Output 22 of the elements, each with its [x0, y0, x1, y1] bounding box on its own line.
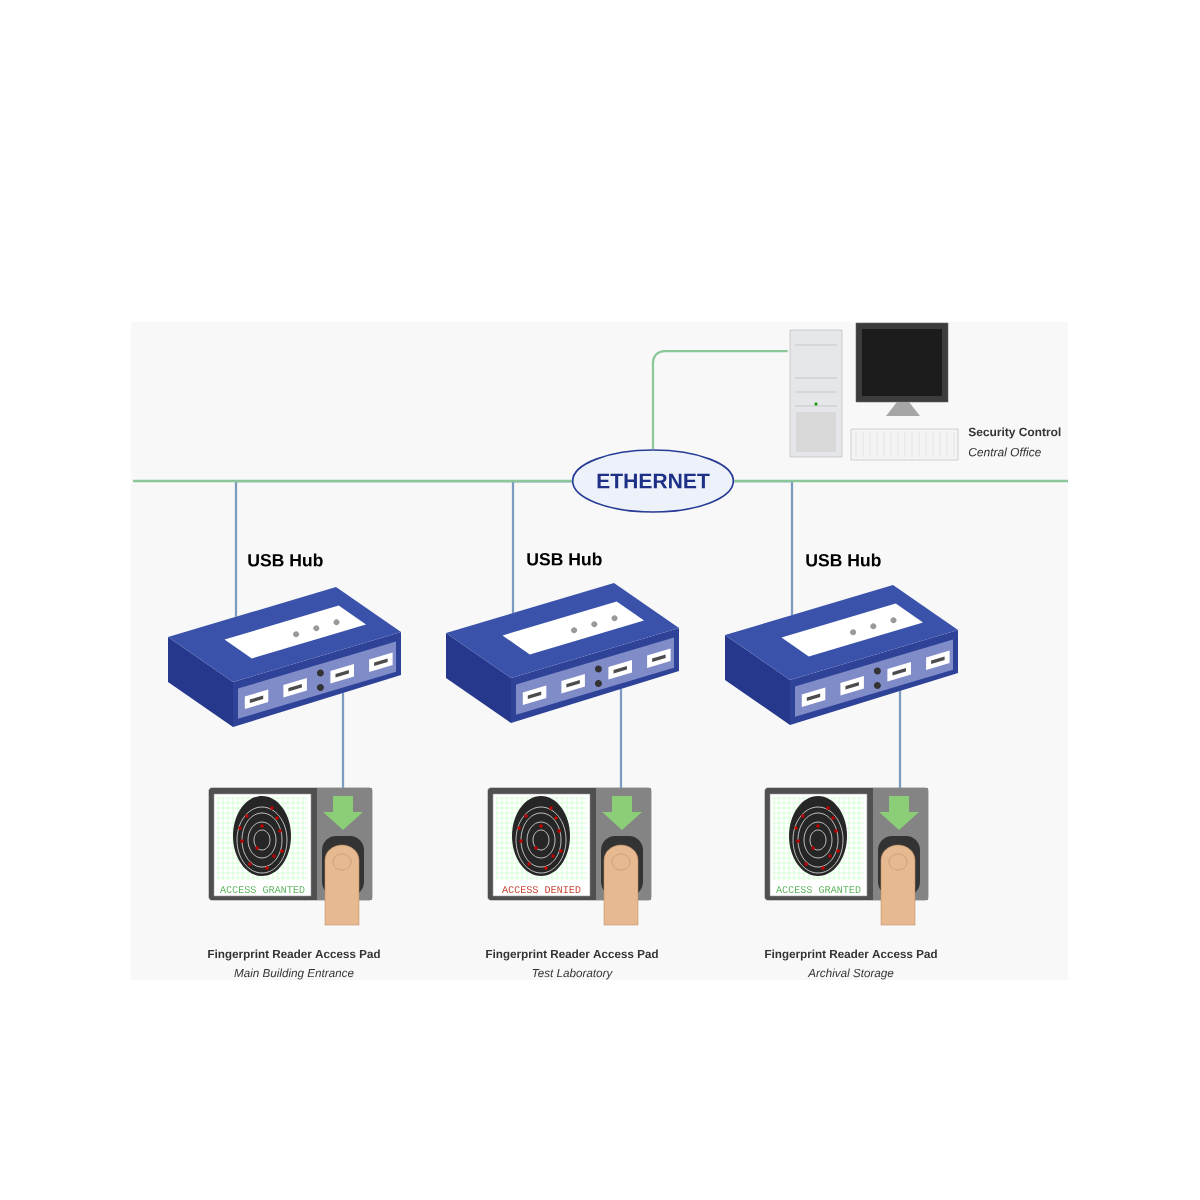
hub-label: USB Hub [527, 552, 602, 566]
reader-caption: Test Laboratory [532, 968, 613, 980]
fingerprint-reader-drawing: ACCESS GRANTED [208, 787, 373, 926]
usb-hub-drawing [168, 587, 401, 727]
usb-hub-drawing [725, 585, 958, 725]
hub-label: USB Hub [248, 553, 323, 567]
fingerprint-reader-drawing: ACCESS GRANTED [764, 787, 929, 926]
usb-hub-drawing [446, 583, 679, 723]
connector-line [619, 689, 623, 788]
hub-label: USB Hub [806, 553, 881, 567]
computer-drawing [789, 322, 959, 461]
connector-line [898, 691, 902, 788]
computer-caption: Security Control [968, 427, 1061, 439]
reader-caption: Main Building Entrance [234, 968, 354, 980]
reader-caption: Fingerprint Reader Access Pad [486, 949, 658, 961]
reader-caption: Fingerprint Reader Access Pad [765, 949, 937, 961]
fingerprint-reader-drawing: ACCESS DENIED [487, 787, 652, 926]
reader-caption: Fingerprint Reader Access Pad [208, 949, 380, 961]
connector-line [341, 693, 345, 788]
reader-caption: Archival Storage [807, 968, 894, 980]
connector-line [651, 349, 788, 450]
computer-caption: Central Office [968, 447, 1041, 457]
